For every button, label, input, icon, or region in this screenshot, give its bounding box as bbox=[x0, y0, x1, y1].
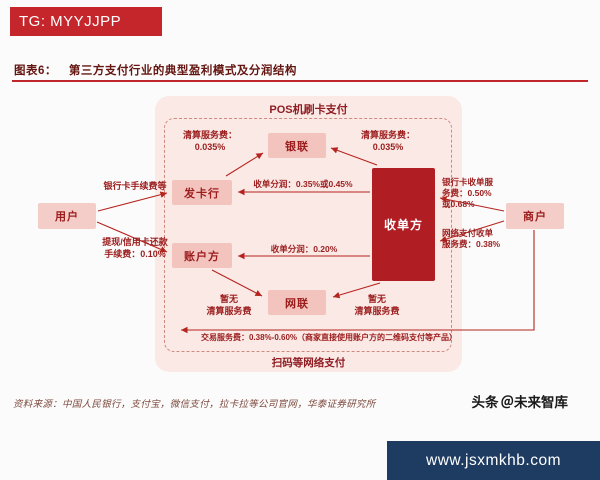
source-note: 资料来源：中国人民银行，支付宝，微信支付，拉卡拉等公司官网，华泰证券研究所 bbox=[13, 400, 376, 410]
label-line: 服务费：0.38% bbox=[442, 239, 501, 250]
chart-title: 图表6： 第三方支付行业的典型盈利模式及分润结构 bbox=[14, 62, 297, 78]
label-line: 银行卡收单服 bbox=[442, 177, 494, 187]
label-line: 或0.68% bbox=[442, 199, 475, 210]
chart-title-prefix: 图表6： bbox=[14, 65, 57, 77]
label-line: 暂无 bbox=[367, 294, 386, 304]
site-url: www.jsxmkhb.com bbox=[426, 451, 561, 469]
watermark-brand: 头条 bbox=[471, 395, 499, 410]
node-user: 用户 bbox=[38, 203, 96, 229]
chart-title-text: 第三方支付行业的典型盈利模式及分润结构 bbox=[68, 65, 297, 77]
pos-payment-label: POS机刷卡支付 bbox=[269, 104, 348, 116]
label-transaction-fee: 交易服务费：0.38%-0.60%（商家直接使用账户方的二维码支付等产品） bbox=[200, 333, 458, 342]
label-no-clearing-fee-left: 暂无 清算服务费 bbox=[198, 294, 260, 317]
node-account-side: 账户方 bbox=[172, 243, 232, 268]
node-merchant: 商户 bbox=[506, 203, 564, 229]
tg-banner-text: TG: MYYJJPP bbox=[19, 13, 122, 30]
site-url-banner: www.jsxmkhb.com bbox=[387, 441, 600, 480]
label-line: 0.035% bbox=[194, 141, 226, 152]
label-merchant-card-acquiring-fee: 银行卡收单服 务费：0.50% 或0.68% bbox=[442, 177, 506, 210]
label-line: 清算服务费 bbox=[206, 305, 252, 316]
node-acquirer: 收单方 bbox=[372, 168, 435, 281]
toutiao-watermark: 头条＠未来智库 bbox=[472, 391, 569, 411]
watermark-account: ＠未来智库 bbox=[500, 395, 569, 410]
label-line: 清算服务费 bbox=[354, 305, 400, 316]
title-divider bbox=[12, 80, 588, 82]
node-netsunion: 网联 bbox=[268, 290, 326, 315]
label-acquiring-share-account: 收单分润：0.20% bbox=[270, 244, 338, 254]
label-no-clearing-fee-right: 暂无 清算服务费 bbox=[346, 294, 408, 317]
node-unionpay: 银联 bbox=[268, 133, 326, 158]
label-line: 暂无 bbox=[219, 294, 238, 304]
label-merchant-net-acquiring-fee: 网络支付收单 服务费：0.38% bbox=[442, 228, 508, 250]
label-line: 清算服务费： bbox=[360, 130, 415, 140]
label-clearing-fee-right: 清算服务费： 0.035% bbox=[348, 130, 428, 153]
tg-banner: TG: MYYJJPP bbox=[10, 7, 162, 36]
label-line: 0.035% bbox=[372, 141, 404, 152]
label-line: 务费：0.50% bbox=[442, 188, 492, 199]
label-withdraw-fee: 提现/信用卡还款 手续费：0.10% bbox=[92, 237, 178, 260]
label-bank-card-fee: 银行卡手续费等 bbox=[103, 181, 167, 191]
label-clearing-fee-left: 清算服务费： 0.035% bbox=[170, 130, 250, 153]
label-line: 清算服务费： bbox=[182, 130, 237, 140]
label-acquiring-share-issuer: 收单分润：0.35%或0.45% bbox=[253, 179, 353, 189]
scan-payment-label: 扫码等网络支付 bbox=[271, 357, 346, 369]
label-line: 提现/信用卡还款 bbox=[102, 237, 168, 247]
label-line: 手续费：0.10% bbox=[104, 248, 166, 259]
node-card-issuer: 发卡行 bbox=[172, 180, 232, 205]
label-line: 网络支付收单 bbox=[442, 228, 494, 238]
